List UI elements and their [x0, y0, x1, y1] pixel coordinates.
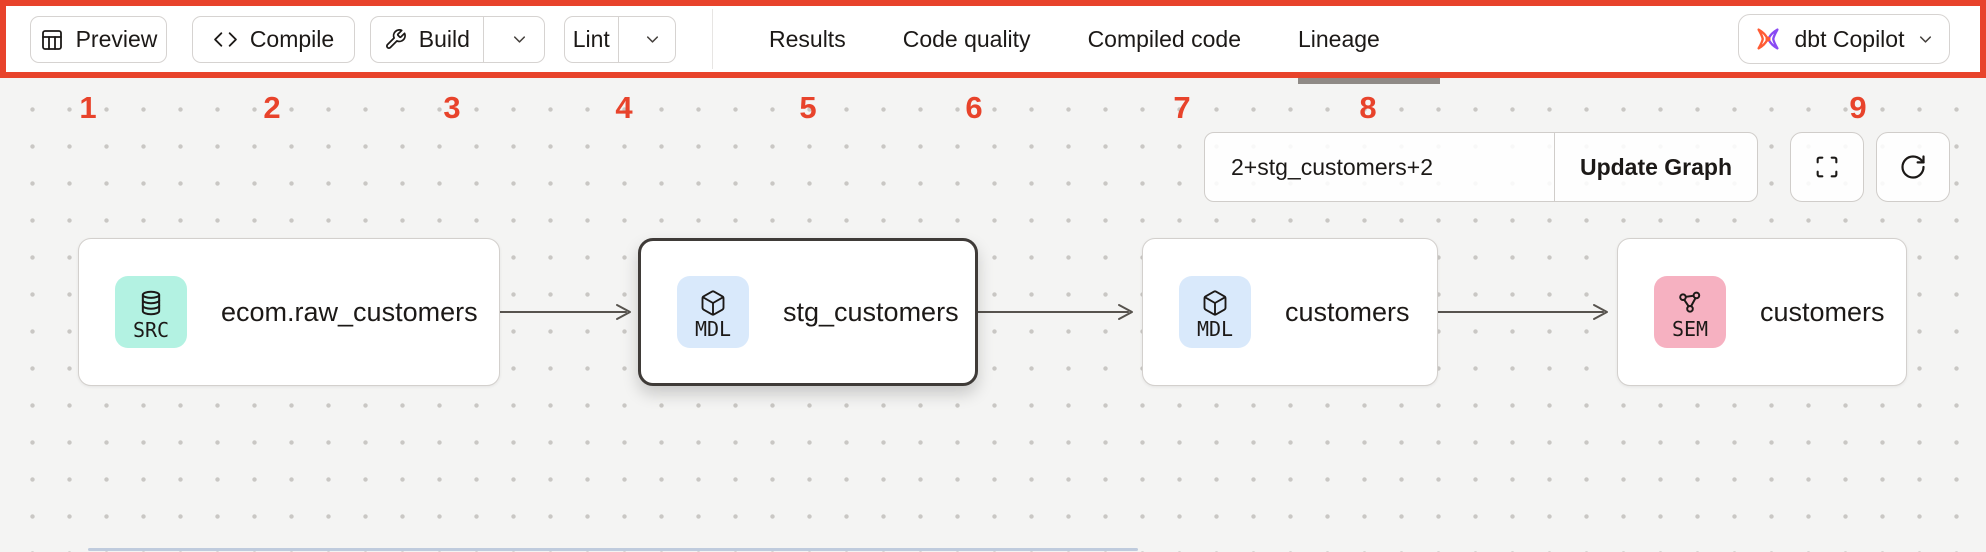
- source-badge-label: SRC: [132, 317, 170, 342]
- fullscreen-button[interactable]: [1790, 132, 1864, 202]
- lint-button[interactable]: Lint: [565, 17, 619, 62]
- refresh-graph-button[interactable]: [1876, 132, 1950, 202]
- build-button-label: Build: [418, 26, 470, 52]
- annotation-number-4: 4: [615, 90, 633, 125]
- annotation-number-1: 1: [79, 90, 97, 125]
- wrench-icon: [385, 29, 406, 49]
- lint-dropdown-button[interactable]: [631, 17, 676, 62]
- tab-code-quality[interactable]: Code quality: [902, 25, 1031, 52]
- build-split-button: Build: [370, 16, 545, 63]
- horizontal-scrollbar[interactable]: [88, 548, 1138, 551]
- tab-compiled-code[interactable]: Compiled code: [1087, 25, 1241, 52]
- model-badge: MDL: [677, 276, 749, 348]
- annotation-number-8: 8: [1359, 90, 1377, 125]
- source-badge: SRC: [115, 276, 187, 348]
- cube-icon: [1203, 289, 1227, 316]
- model-badge: MDL: [1179, 276, 1251, 348]
- dbt-copilot-button[interactable]: dbt Copilot: [1738, 14, 1950, 64]
- node-label: customers: [1760, 296, 1885, 327]
- tab-results[interactable]: Results: [769, 25, 846, 52]
- chevron-down-icon: [647, 36, 659, 43]
- lineage-node-model-stg-customers[interactable]: MDL stg_customers: [638, 238, 978, 386]
- toolbar-divider: [712, 9, 713, 69]
- lineage-selector-combo: 2+stg_customers+2 Update Graph: [1204, 132, 1758, 202]
- panel-tabs: Results Code quality Compiled code Linea…: [769, 0, 1380, 78]
- toolbar: Preview Compile Build Lint: [0, 0, 1986, 78]
- lint-button-label: Lint: [572, 26, 610, 52]
- database-icon: [141, 290, 161, 315]
- preview-button[interactable]: Preview: [30, 16, 167, 63]
- preview-button-label: Preview: [75, 26, 158, 52]
- lineage-selector-input[interactable]: 2+stg_customers+2: [1205, 133, 1555, 201]
- lineage-node-model-customers[interactable]: MDL customers: [1142, 238, 1438, 386]
- lineage-node-source-ecom-raw-customers[interactable]: SRC ecom.raw_customers: [78, 238, 500, 386]
- node-label: ecom.raw_customers: [221, 296, 478, 327]
- refresh-icon: [1901, 155, 1925, 179]
- annotation-number-5: 5: [799, 90, 817, 125]
- dbt-copilot-label: dbt Copilot: [1794, 25, 1905, 52]
- build-dropdown-button[interactable]: [496, 17, 544, 62]
- tab-lineage[interactable]: Lineage: [1297, 25, 1380, 52]
- table-icon: [41, 29, 62, 50]
- lint-split-button: Lint: [564, 16, 676, 63]
- code-icon: [213, 32, 237, 47]
- node-label: customers: [1285, 296, 1410, 327]
- build-button[interactable]: Build: [371, 17, 484, 62]
- update-graph-button[interactable]: Update Graph: [1579, 153, 1733, 180]
- node-label: stg_customers: [783, 296, 959, 327]
- network-icon: [1679, 291, 1701, 313]
- annotation-number-7: 7: [1173, 90, 1191, 125]
- annotation-number-6: 6: [965, 90, 983, 125]
- active-tab-underline: [1298, 74, 1440, 84]
- annotation-number-2: 2: [263, 90, 281, 125]
- semantic-badge-label: SEM: [1671, 316, 1709, 341]
- semantic-badge: SEM: [1654, 276, 1726, 348]
- annotation-number-9: 9: [1849, 90, 1867, 125]
- compile-button-label: Compile: [249, 26, 335, 52]
- dbt-logo-icon: [1756, 28, 1779, 50]
- lineage-node-semantic-customers[interactable]: SEM customers: [1617, 238, 1907, 386]
- model-badge-label: MDL: [1196, 316, 1234, 341]
- chevron-down-icon: [1920, 35, 1932, 43]
- chevron-down-icon: [514, 36, 526, 43]
- maximize-icon: [1816, 156, 1838, 178]
- annotation-number-3: 3: [443, 90, 461, 125]
- cube-icon: [701, 289, 725, 316]
- compile-button[interactable]: Compile: [192, 16, 355, 63]
- model-badge-label: MDL: [694, 316, 732, 341]
